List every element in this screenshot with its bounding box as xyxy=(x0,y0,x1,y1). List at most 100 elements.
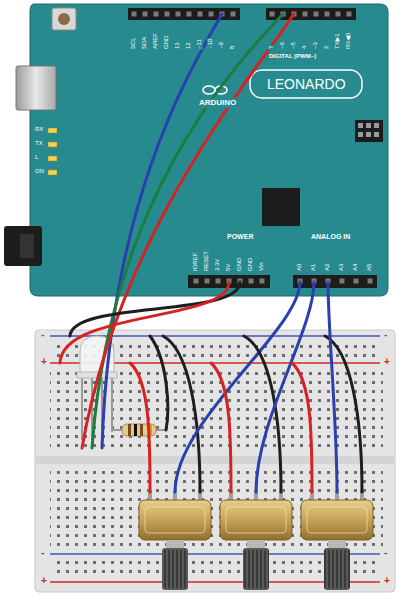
potentiometer xyxy=(139,490,373,590)
wire xyxy=(102,14,222,448)
wire xyxy=(150,336,168,430)
potentiometer xyxy=(243,550,269,588)
analog-pin-label: A0 xyxy=(296,263,303,272)
resistor-symbol xyxy=(128,424,131,436)
arduino-board xyxy=(16,66,56,110)
arduino-board xyxy=(293,275,377,288)
arduino-board xyxy=(205,279,210,284)
power-pin-label: GND xyxy=(247,257,254,272)
wire xyxy=(211,363,231,492)
wire xyxy=(163,336,200,492)
arduino-board xyxy=(262,188,300,226)
arduino-board xyxy=(203,86,215,94)
board-name: LEONARDO xyxy=(266,76,347,93)
rail-sign: + xyxy=(40,356,48,368)
header-pin-label: 4 xyxy=(301,45,308,50)
potentiometer xyxy=(226,507,286,533)
arduino-board xyxy=(30,4,388,296)
wire xyxy=(70,282,240,336)
rail-sign: - xyxy=(383,329,388,341)
wire xyxy=(92,14,283,448)
arduino-board xyxy=(314,12,319,17)
resistor-symbol xyxy=(140,424,143,436)
arduino-board xyxy=(340,279,345,284)
arduino-board xyxy=(176,12,181,17)
analog-pin-label: A4 xyxy=(352,263,359,272)
section-label: DIGITAL (PWM~) xyxy=(268,53,317,60)
wire xyxy=(292,363,312,492)
header-pin-label: ~3 xyxy=(312,41,319,50)
analog-pin-label: A2 xyxy=(324,263,331,272)
arduino-board xyxy=(165,12,170,17)
wire xyxy=(130,363,150,492)
breadboard xyxy=(35,456,395,464)
section-label: ANALOG IN xyxy=(310,233,351,241)
arduino-board xyxy=(374,123,379,128)
arduino-board xyxy=(194,279,199,284)
arduino-board xyxy=(358,123,363,128)
power-pin-label: Vin xyxy=(258,261,265,272)
arduino-board xyxy=(48,142,57,147)
header-pin-label: 13 xyxy=(174,41,181,50)
header-pin-label: ~6 xyxy=(279,41,286,50)
arduino-board xyxy=(368,279,373,284)
arduino-board xyxy=(48,128,57,175)
rgb-led xyxy=(81,372,83,440)
wire xyxy=(328,282,337,492)
arduino-board xyxy=(209,12,214,17)
led-label: L xyxy=(34,154,39,161)
rgb-led xyxy=(77,336,117,440)
arduino-board xyxy=(358,123,379,137)
arduino-board xyxy=(52,8,76,30)
arduino-board xyxy=(143,12,148,17)
header-pin-label: ~11 xyxy=(196,38,203,50)
arduino-board xyxy=(198,12,203,17)
rgb-led xyxy=(111,372,113,432)
wire xyxy=(256,282,314,492)
arduino-board xyxy=(336,12,341,17)
header-pin-label: TX▶1 xyxy=(334,32,341,50)
arduino-board xyxy=(366,123,371,128)
potentiometer xyxy=(139,500,211,540)
arduino-board xyxy=(4,226,42,266)
potentiometer xyxy=(301,500,373,540)
rail-sign: + xyxy=(40,575,48,587)
arduino-board xyxy=(154,12,159,17)
potentiometer xyxy=(162,548,188,590)
power-pin-label: 3.3V xyxy=(214,258,221,272)
arduino-board xyxy=(270,12,275,17)
analog-pin-label: A1 xyxy=(310,263,317,272)
wire xyxy=(244,336,281,492)
header-pin-label: ~10 xyxy=(207,38,214,50)
header-pin-label: ~9 xyxy=(218,41,225,50)
header-pin-label: 12 xyxy=(185,41,192,50)
analog-pin-label: A5 xyxy=(366,263,373,272)
breadboard xyxy=(35,330,395,592)
section-label: POWER xyxy=(226,233,254,241)
arduino-board xyxy=(303,12,308,17)
potentiometer xyxy=(145,507,205,533)
resistor-symbol xyxy=(112,424,166,436)
arduino-board xyxy=(187,12,192,17)
arduino-board xyxy=(216,279,221,284)
arduino-board xyxy=(231,12,236,17)
potentiometer xyxy=(139,490,211,590)
arduino-board xyxy=(250,70,362,98)
arduino-board xyxy=(347,12,352,17)
arduino-board xyxy=(366,132,371,137)
header-pin-label: SCL xyxy=(130,36,137,50)
led-label: RX xyxy=(34,126,44,133)
wire xyxy=(60,14,362,492)
wire xyxy=(60,282,229,363)
power-pin-label: IOREF xyxy=(192,252,199,272)
breadboard xyxy=(50,467,383,549)
arduino-board xyxy=(249,279,254,284)
arduino-board xyxy=(48,170,57,175)
potentiometer xyxy=(301,490,373,590)
resistor-symbol xyxy=(134,424,137,436)
arduino-board xyxy=(48,128,57,133)
potentiometer xyxy=(324,550,350,588)
led-label: TX xyxy=(34,140,44,147)
arduino-board xyxy=(132,12,137,17)
